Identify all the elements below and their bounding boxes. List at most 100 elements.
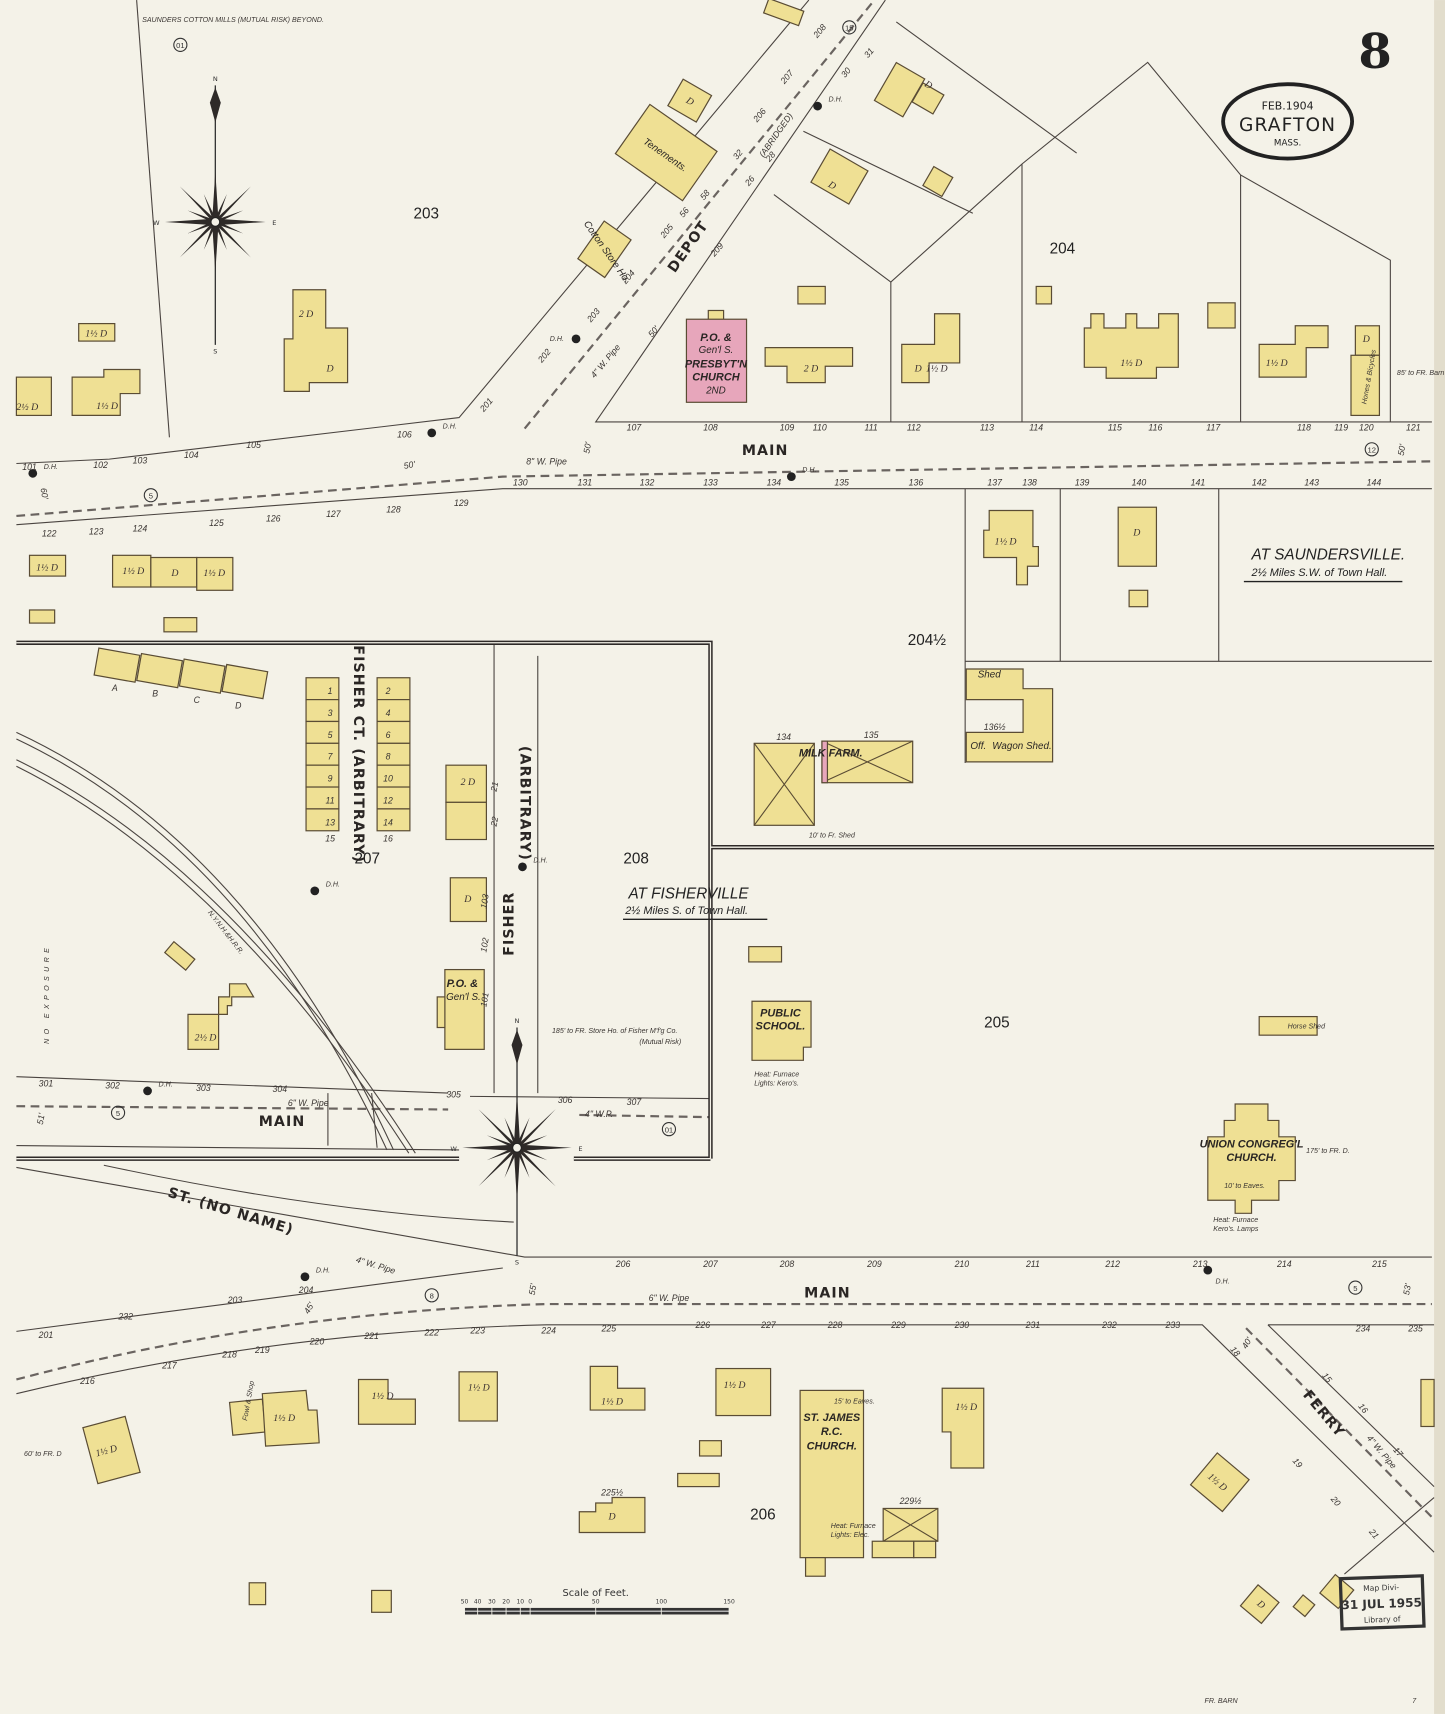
building-label: PUBLIC [760, 1008, 802, 1020]
map-annotation: Heat: Furnace [754, 1071, 799, 1079]
street-name: MAIN [742, 443, 789, 459]
building [163, 940, 196, 971]
building [748, 946, 783, 963]
hydrant-dot-icon [786, 472, 796, 481]
building [458, 1371, 498, 1422]
lot-number: 235 [1407, 1323, 1423, 1333]
fisher-ct-dwelling [305, 720, 340, 744]
lot-number: 14 [383, 817, 393, 827]
lot-number: 115 [1108, 423, 1122, 433]
dwelling-mark: D [1362, 334, 1370, 345]
dwelling-mark: D [463, 894, 471, 905]
lot-number: 234 [1355, 1323, 1371, 1333]
lot-number: 141 [1191, 477, 1206, 487]
building [941, 1387, 985, 1469]
building [913, 1540, 937, 1559]
hydrant-icon [424, 1288, 439, 1303]
scale-tick-label: 10 [516, 1599, 524, 1606]
hydrant-number: 5 [1353, 1284, 1357, 1293]
lot-number: 207 [778, 67, 796, 86]
fisher-ct-dwelling [376, 699, 411, 723]
building [187, 983, 255, 1050]
scale-tick-label: 100 [656, 1599, 668, 1606]
scale-tick-label: 50 [592, 1599, 600, 1606]
pipe-label: 4" W.P. [585, 1109, 613, 1119]
lot-number: 304 [273, 1084, 288, 1094]
hydrant-dot-icon [427, 428, 437, 438]
stamp-date: 31 JUL 1955 [1341, 1595, 1422, 1612]
lot-number: 206 [750, 106, 768, 124]
lot-number: 138 [1022, 477, 1037, 487]
lot-number: 208 [811, 22, 829, 40]
lot-number: 107 [627, 423, 643, 433]
lot-number: 202 [535, 347, 553, 365]
lot-number: 3 [328, 708, 333, 718]
lot-number: 228 [827, 1320, 843, 1330]
locality-distance: 2½ Miles S. of Town Hall. [624, 905, 748, 917]
building-label: UNION CONGREG'L [1200, 1139, 1304, 1151]
lot-number: 1 [328, 686, 333, 696]
lot-number: 229 [890, 1320, 906, 1330]
hydrant-icon [1364, 442, 1379, 457]
building [677, 1472, 720, 1488]
building-229-half [882, 1507, 939, 1542]
map-annotation: 15' to Eaves. [834, 1398, 875, 1406]
street-width: 60' [39, 487, 51, 500]
hydrant-icon [1348, 1280, 1363, 1295]
public-school [751, 1000, 812, 1061]
scale-tick-label: 20 [502, 1599, 510, 1606]
dwelling-mark: 1½ D [122, 566, 144, 577]
lot-number: 112 [907, 423, 921, 433]
building [1420, 1378, 1435, 1428]
building [445, 764, 488, 803]
lot-number: 8 [386, 752, 391, 762]
hydrant-icon [173, 37, 188, 52]
lot-number: B [152, 688, 158, 698]
lot-number: 227 [760, 1320, 777, 1330]
map-annotation: Lights: Kero's. [754, 1079, 799, 1087]
dwelling-mark: 1½ D [468, 1382, 490, 1393]
block-number: 203 [414, 206, 440, 223]
lot-number: 16 [383, 834, 393, 844]
street-name: FISHER CT. (ARBITRARY) [350, 645, 366, 863]
hydrant-icon [842, 20, 857, 35]
hydrant-number: 8 [430, 1292, 434, 1301]
street-width: 50' [403, 459, 416, 471]
building [764, 347, 854, 384]
map-annotation: 175' to FR. D. [1306, 1147, 1350, 1155]
building-label: P.O. & [447, 978, 478, 990]
building-label: PRESBYT'N [685, 358, 748, 370]
brick-wall [821, 740, 829, 784]
lot-number: A [111, 683, 118, 693]
hydrant-dot-icon [300, 1272, 310, 1282]
row-house-d [221, 663, 269, 700]
map-annotation: 85' to FR. Barn [1397, 369, 1445, 377]
building [1189, 1452, 1250, 1513]
locality-distance: 2½ Miles S.W. of Town Hall. [1251, 567, 1388, 579]
lot-number: 130 [513, 477, 528, 487]
building-134 [753, 742, 815, 826]
hydrant-icon [143, 488, 158, 503]
lot-number: 139 [1075, 477, 1090, 487]
building [911, 82, 945, 115]
lot-number: 126 [266, 513, 281, 523]
hydrant-dot-label: D.H. [326, 881, 340, 889]
building [196, 556, 234, 591]
lot-number: 231 [1025, 1320, 1041, 1330]
lot-number: 102 [478, 937, 490, 953]
locality-frame [16, 640, 1435, 1161]
lot-number: 208 [779, 1259, 795, 1269]
lot-number: 15 [325, 834, 335, 844]
lot-number: 216 [79, 1376, 95, 1386]
lot-number: 217 [161, 1361, 178, 1371]
map-annotation: Heat: Furnace [831, 1522, 876, 1530]
dwelling-mark: 1½ D [1266, 358, 1288, 369]
street-name: ST. (NO NAME) [166, 1185, 296, 1239]
lot-number: 101 [478, 991, 490, 1007]
hydrant-dot-icon [571, 334, 581, 344]
street-width: 55' [527, 1283, 539, 1296]
town-name: GRAFTON [1239, 115, 1336, 136]
